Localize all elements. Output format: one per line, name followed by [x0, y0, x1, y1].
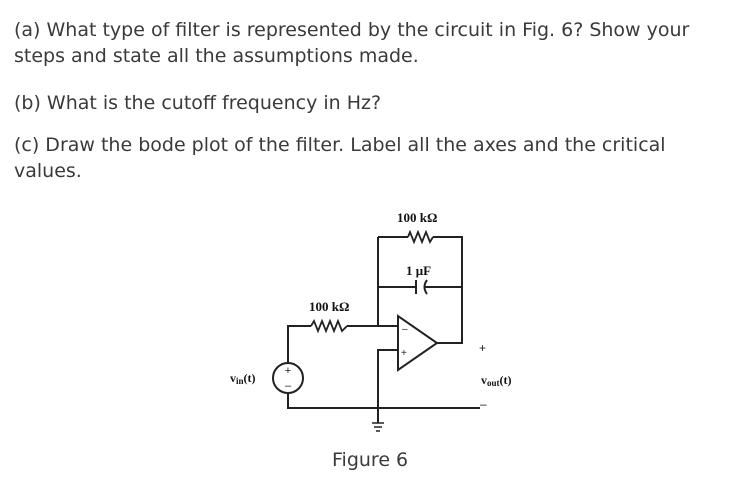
source-minus: –	[285, 380, 292, 392]
voltage-source-symbol: + –	[272, 362, 304, 394]
wire-input-top	[287, 325, 311, 378]
opamp-minus-sign: –	[402, 324, 408, 335]
question-b: (b) What is the cutoff frequency in Hz?	[14, 92, 382, 114]
output-voltage-label: vout(t)	[481, 373, 512, 388]
source-voltage-label: vin(t)	[230, 371, 256, 386]
wire-output	[437, 326, 463, 344]
question-a: (a) What type of filter is represented b…	[14, 19, 690, 67]
figure-caption: Figure 6	[332, 449, 408, 471]
wire-bottom-rail	[287, 394, 480, 409]
opamp-plus-sign: +	[401, 348, 407, 359]
question-c: (c) Draw the bode plot of the filter. La…	[14, 134, 666, 182]
ground-symbol	[372, 422, 384, 432]
source-plus: +	[285, 365, 291, 377]
feedback-resistor-symbol	[407, 229, 434, 245]
input-resistor-symbol	[310, 318, 348, 334]
input-resistor-label: 100 kΩ	[309, 299, 349, 314]
op-amp-symbol: – +	[397, 314, 439, 372]
capacitor-symbol	[415, 279, 428, 295]
feedback-resistor-label: 100 kΩ	[397, 210, 437, 225]
feedback-capacitor-label: 1 μF	[406, 263, 431, 278]
output-plus: +	[479, 341, 486, 355]
output-minus: –	[480, 397, 487, 411]
wire-feedback-right	[433, 236, 463, 326]
wire-noninv-ground	[377, 349, 398, 423]
